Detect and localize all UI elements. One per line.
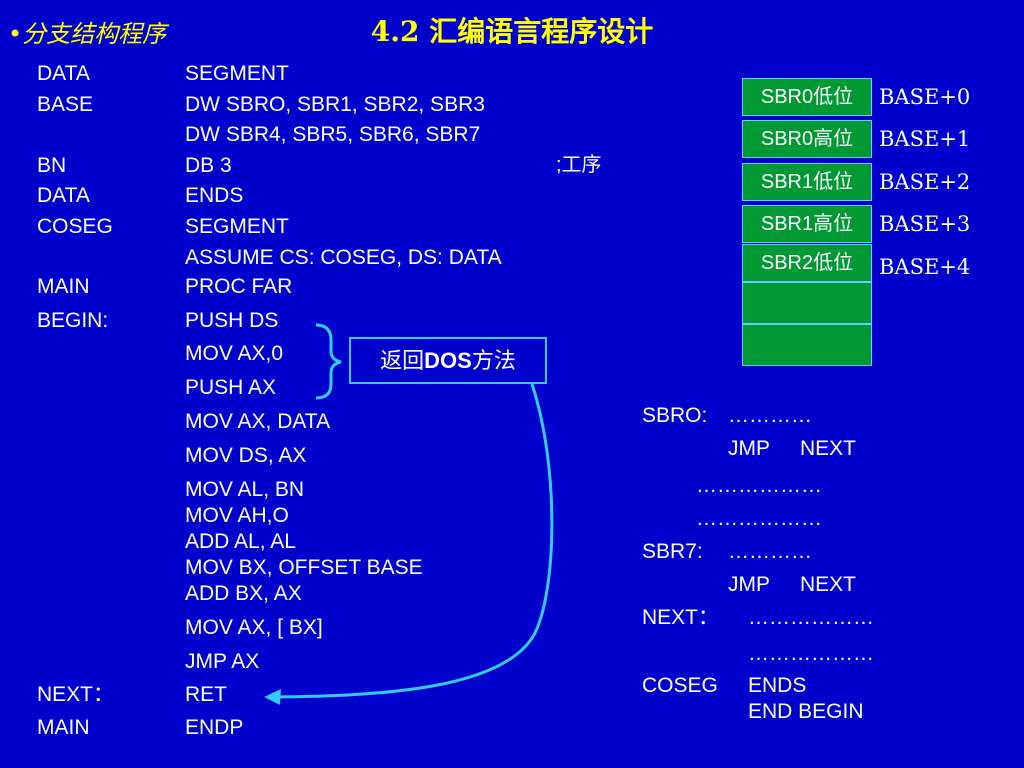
code-label: BASE — [37, 93, 94, 116]
subroutine-text: NEXT — [800, 437, 857, 460]
subroutine-text: JMP — [728, 437, 770, 460]
code-instruction: DW SBRO, SBR1, SBR2, SBR3 — [185, 93, 485, 116]
memory-cell: SBR2低位 — [742, 244, 872, 282]
subroutine-label: SBRO: — [642, 404, 708, 427]
code-instruction: MOV AX, [ BX] — [185, 616, 323, 639]
code-instruction: PROC FAR — [185, 275, 293, 298]
code-instruction: ADD BX, AX — [185, 582, 302, 605]
code-label: BEGIN: — [37, 309, 109, 332]
callout-prefix: 返回 — [380, 348, 425, 373]
slide-title: 4.2 汇编语言程序设计 — [370, 15, 654, 48]
code-instruction: DW SBR4, SBR5, SBR6, SBR7 — [185, 123, 481, 146]
code-instruction: DB 3 — [185, 154, 232, 177]
code-instruction: MOV DS, AX — [185, 444, 307, 467]
subroutine-label: SBR7: — [642, 540, 703, 563]
memory-cell: SBR1高位 — [742, 205, 872, 243]
memory-cell: SBR0低位 — [742, 78, 872, 116]
address-label: BASE+2 — [879, 170, 971, 194]
return-dos-callout: 返回DOS方法 — [349, 337, 547, 384]
code-instruction: SEGMENT — [185, 62, 289, 85]
code-label: NEXT： — [37, 683, 115, 706]
subroutine-text: ………… — [728, 540, 812, 563]
subroutine-text: JMP — [728, 573, 770, 596]
code-instruction: ENDS — [185, 184, 244, 207]
address-label: BASE+1 — [879, 127, 971, 151]
code-label: BN — [37, 154, 67, 177]
subroutine-text: ……………… — [748, 606, 874, 629]
code-instruction: ADD AL, AL — [185, 530, 296, 553]
code-instruction: MOV AX, DATA — [185, 410, 331, 433]
memory-cell: SBR0高位 — [742, 120, 872, 158]
address-label: BASE+4 — [879, 255, 971, 279]
code-comment: ;工序 — [556, 154, 602, 176]
subroutine-label: COSEG — [642, 674, 718, 697]
code-instruction: MOV AL, BN — [185, 478, 305, 501]
code-instruction: PUSH AX — [185, 376, 277, 399]
code-label: DATA — [37, 184, 90, 207]
address-label: BASE+3 — [879, 212, 971, 236]
subroutine-text: ……………… — [696, 474, 822, 497]
brace-icon — [315, 323, 342, 400]
memory-cell-empty — [742, 324, 872, 366]
code-instruction: SEGMENT — [185, 215, 289, 238]
subroutine-text: ……………… — [696, 507, 822, 530]
subroutine-text: ……………… — [748, 642, 874, 665]
address-label: BASE+0 — [879, 85, 971, 109]
code-label: MAIN — [37, 716, 90, 739]
subroutine-text: ………… — [728, 404, 812, 427]
code-instruction: MOV AH,O — [185, 504, 289, 527]
code-instruction: RET — [185, 683, 227, 706]
callout-suffix: 方法 — [471, 348, 516, 373]
memory-cell: SBR1低位 — [742, 163, 872, 201]
subroutine-text: ENDS — [748, 674, 807, 697]
code-instruction: ASSUME CS: COSEG, DS: DATA — [185, 246, 502, 269]
subroutine-label: NEXT： — [642, 606, 720, 629]
code-instruction: PUSH DS — [185, 309, 279, 332]
code-instruction: ENDP — [185, 716, 244, 739]
arrowhead-icon — [264, 689, 281, 705]
section-title: •分支结构程序 — [8, 20, 167, 48]
code-label: COSEG — [37, 215, 113, 238]
code-instruction: JMP AX — [185, 650, 260, 673]
code-instruction: MOV AX,0 — [185, 342, 284, 365]
code-instruction: MOV BX, OFFSET BASE — [185, 556, 423, 579]
code-label: DATA — [37, 62, 90, 85]
subroutine-text: END BEGIN — [748, 700, 864, 723]
memory-cell-empty — [742, 282, 872, 324]
code-label: MAIN — [37, 275, 90, 298]
return-arrow — [269, 383, 554, 699]
subroutine-text: NEXT — [800, 573, 857, 596]
callout-bold: DOS — [424, 348, 472, 373]
